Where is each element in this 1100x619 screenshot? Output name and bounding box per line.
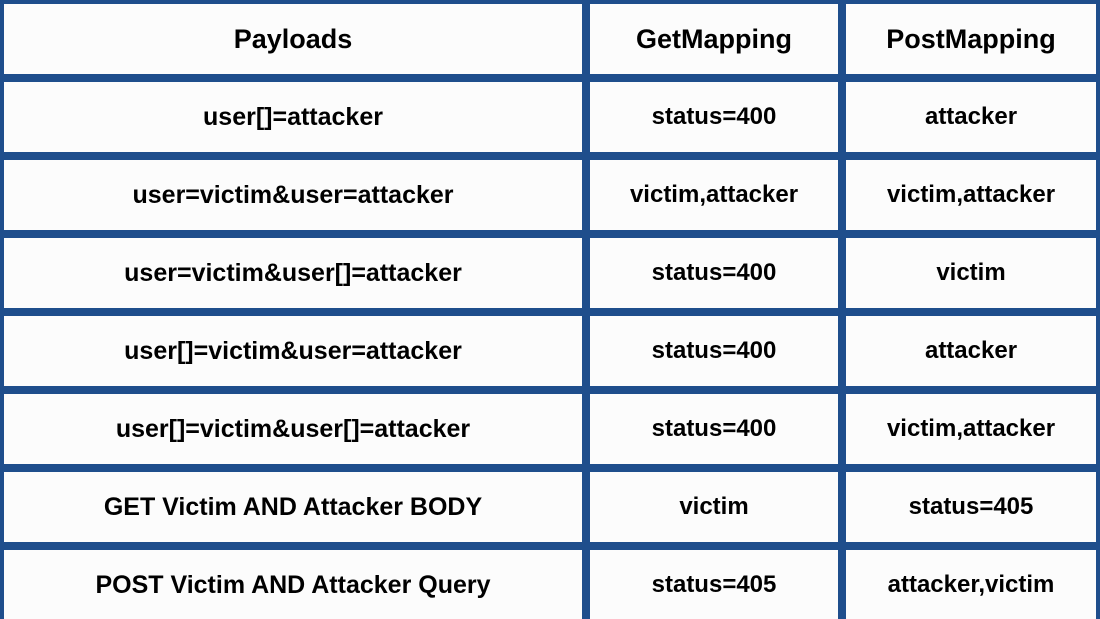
- cell-getmapping: status=400: [590, 316, 838, 386]
- table-row: user[]=victim&user[]=attacker status=400…: [4, 394, 1096, 464]
- column-header-postmapping: PostMapping: [846, 4, 1096, 74]
- table-row: user=victim&user=attacker victim,attacke…: [4, 160, 1096, 230]
- cell-postmapping: attacker: [846, 316, 1096, 386]
- cell-payloads: user[]=attacker: [4, 82, 582, 152]
- table-row: user=victim&user[]=attacker status=400 v…: [4, 238, 1096, 308]
- cell-postmapping: attacker,victim: [846, 550, 1096, 619]
- cell-postmapping: victim,attacker: [846, 394, 1096, 464]
- table-row: POST Victim AND Attacker Query status=40…: [4, 550, 1096, 619]
- cell-getmapping: status=405: [590, 550, 838, 619]
- cell-payloads: user[]=victim&user=attacker: [4, 316, 582, 386]
- cell-payloads: POST Victim AND Attacker Query: [4, 550, 582, 619]
- cell-payloads: GET Victim AND Attacker BODY: [4, 472, 582, 542]
- cell-postmapping: attacker: [846, 82, 1096, 152]
- cell-getmapping: victim: [590, 472, 838, 542]
- table-row: user[]=victim&user=attacker status=400 a…: [4, 316, 1096, 386]
- cell-getmapping: status=400: [590, 238, 838, 308]
- cell-postmapping: status=405: [846, 472, 1096, 542]
- cell-postmapping: victim,attacker: [846, 160, 1096, 230]
- cell-getmapping: status=400: [590, 82, 838, 152]
- table-row: GET Victim AND Attacker BODY victim stat…: [4, 472, 1096, 542]
- column-header-payloads: Payloads: [4, 4, 582, 74]
- cell-postmapping: victim: [846, 238, 1096, 308]
- cell-payloads: user[]=victim&user[]=attacker: [4, 394, 582, 464]
- cell-payloads: user=victim&user[]=attacker: [4, 238, 582, 308]
- table-row: user[]=attacker status=400 attacker: [4, 82, 1096, 152]
- cell-getmapping: victim,attacker: [590, 160, 838, 230]
- table-header-row: Payloads GetMapping PostMapping: [4, 4, 1096, 74]
- cell-payloads: user=victim&user=attacker: [4, 160, 582, 230]
- column-header-getmapping: GetMapping: [590, 4, 838, 74]
- cell-getmapping: status=400: [590, 394, 838, 464]
